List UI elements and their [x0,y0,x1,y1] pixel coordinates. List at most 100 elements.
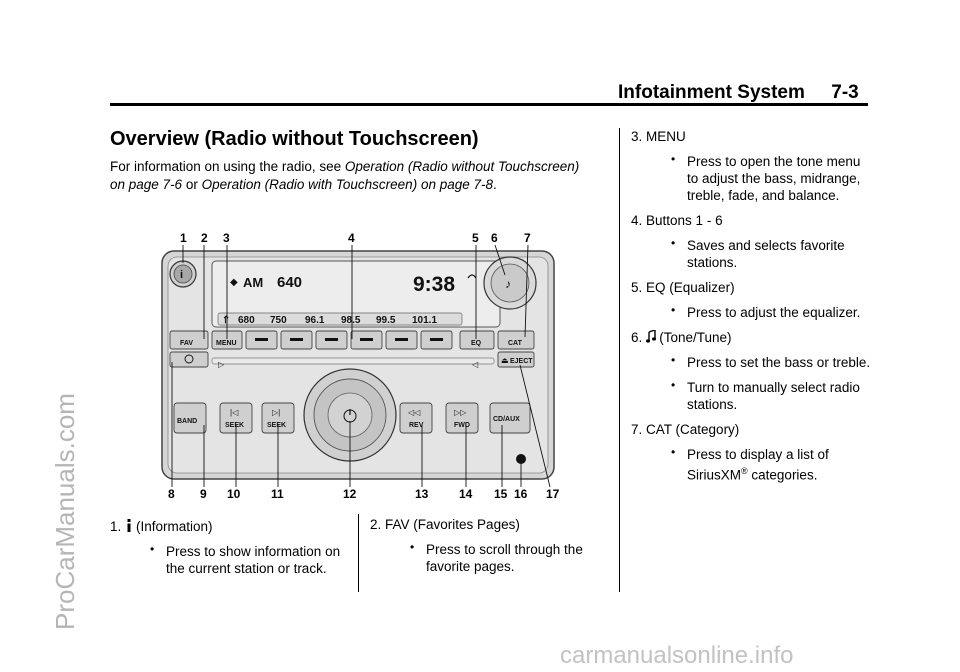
callout-2: 2 [201,231,208,245]
callout-3: 3 [223,231,230,245]
column-rule-1 [358,514,359,592]
cd-aux-button [489,402,531,434]
preset-label-5: 99.5 [376,315,396,326]
callout-12: 12 [343,487,357,501]
eject-button [497,351,535,368]
item-3-bullet-1: •Press to open the tone menu to adjust t… [671,152,861,203]
eq-button [459,330,495,350]
item-7: 7. CAT (Category) •Press to display a li… [631,421,871,484]
tone-tune-note-icon [646,330,657,343]
fav-button-label: FAV [180,340,193,347]
display-frequency: 640 [277,274,302,291]
callout-7: 7 [524,231,531,245]
item-6-bullet-1: •Press to set the bass or treble. [671,353,871,370]
callout-6: 6 [491,231,498,245]
preset-button-bar-4 [360,338,373,341]
item-1-name: (Information) [136,519,213,534]
menu-button-label: MENU [216,340,237,347]
preset-button-bar-3 [325,338,338,341]
intro-paragraph: For information on using the radio, see … [110,158,580,193]
item-6-bullet-2: •Turn to manually select radio stations. [671,378,860,412]
intro-suffix: . [493,176,497,192]
tone-tune-knob-inner [490,263,530,303]
rev-button [399,402,433,434]
eject-icon: ⏏ [501,356,509,365]
intro-link-operation-with-touchscreen[interactable]: Operation (Radio with Touchscreen) on pa… [201,176,494,192]
slot-left-marker-icon: ◁ [472,360,479,369]
item-7-head: 7. CAT (Category) [631,422,740,437]
bullet-dot: • [410,540,415,554]
footer-watermark: carmanualsonline.info [560,642,794,669]
preset-label-4: 98.5 [341,315,361,326]
item-1-bullet-1: •Press to show information on the curren… [150,542,341,576]
rev-icon: ◁◁ [408,408,421,417]
callout-16: 16 [514,487,528,501]
item-7-bullet-1: •Press to display a list of SiriusXM® ca… [671,445,829,483]
info-icon [127,519,131,532]
item-6-head: 6.(Tone/Tune) [631,330,732,345]
preset-button-bar-5 [395,338,408,341]
callout-1: 1 [180,231,187,245]
callout-8: 8 [168,487,175,501]
intro-mid: or [182,176,202,192]
item-2-head: 2. FAV (Favorites Pages) [370,516,610,533]
item-6: 6.(Tone/Tune) •Press to set the bass or … [631,329,871,413]
preset-strip-antenna-icon: ⇑ [222,315,230,326]
section-title: Overview (Radio without Touchscreen) [110,128,479,150]
preset-button-bar-1 [255,338,268,341]
display-signal-icon [467,274,477,279]
tone-tune-knob-glyph: ♪ [505,277,511,291]
item-3: 3. MENU •Press to open the tone menu to … [631,128,871,204]
fwd-icon: ▷▷ [454,408,467,417]
intro-link-operation-without-touchscreen[interactable]: Operation (Radio without Touchscreen) on… [110,159,580,192]
fav-button [169,330,209,350]
preset-label-2: 750 [270,315,287,326]
item-2: 2. FAV (Favorites Pages) •Press to scrol… [370,516,610,575]
clock-icon [184,354,194,364]
preset-buttons [245,330,453,350]
registered-mark: ® [741,466,748,476]
item-4: 4. Buttons 1 - 6 •Saves and selects favo… [631,212,871,271]
callout-17: 17 [546,487,560,501]
preset-button-bar-6 [430,338,443,341]
item-4-head: 4. Buttons 1 - 6 [631,213,723,228]
callout-10: 10 [227,487,241,501]
info-knob-glyph: i [180,269,183,281]
clock-button [169,351,209,368]
preset-label-6: 101.1 [412,315,437,326]
header-rule [110,103,868,106]
preset-strip [217,312,463,326]
preset-button-bar-2 [290,338,303,341]
slot-right-marker-icon: ▷ [218,360,225,369]
right-column: 3. MENU •Press to open the tone menu to … [631,128,871,484]
callout-11: 11 [271,487,284,501]
seek-forward-label: SEEK [267,422,286,429]
info-knob-inner [173,264,193,284]
seek-forward-icon: ▷| [272,408,280,417]
rev-button-label: REV [409,422,424,429]
callout-lines [171,244,551,488]
cd-aux-button-label: CD/AUX [493,416,520,423]
item-2-bullet-1: •Press to scroll through the favorite pa… [410,540,583,574]
fwd-button [445,402,479,434]
display-band-dot: ◆ [230,277,238,288]
bullet-dot: • [150,542,155,556]
preset-label-1: 680 [238,315,255,326]
seek-back-icon: |◁ [230,408,239,417]
callout-15: 15 [494,487,508,501]
callout-9: 9 [200,487,207,501]
side-watermark: ProCarManuals.com [50,393,80,630]
item-1-head: 1. (Information) [110,518,350,535]
item-3-head: 3. MENU [631,129,686,144]
item-4-bullet-1: •Saves and selects favorite stations. [671,236,845,270]
item-2-name: FAV (Favorites Pages) [385,517,520,532]
band-button [173,402,207,434]
eject-button-label: EJECT [510,358,533,365]
item-1-number: 1. [110,519,122,534]
page-header-title: Infotainment System 7-3 [618,82,859,103]
callout-5: 5 [472,231,479,245]
item-1: 1. (Information) •Press to show informat… [110,518,350,577]
item-5: 5. EQ (Equalizer) •Press to adjust the e… [631,279,871,321]
item-2-number: 2. [370,517,382,532]
